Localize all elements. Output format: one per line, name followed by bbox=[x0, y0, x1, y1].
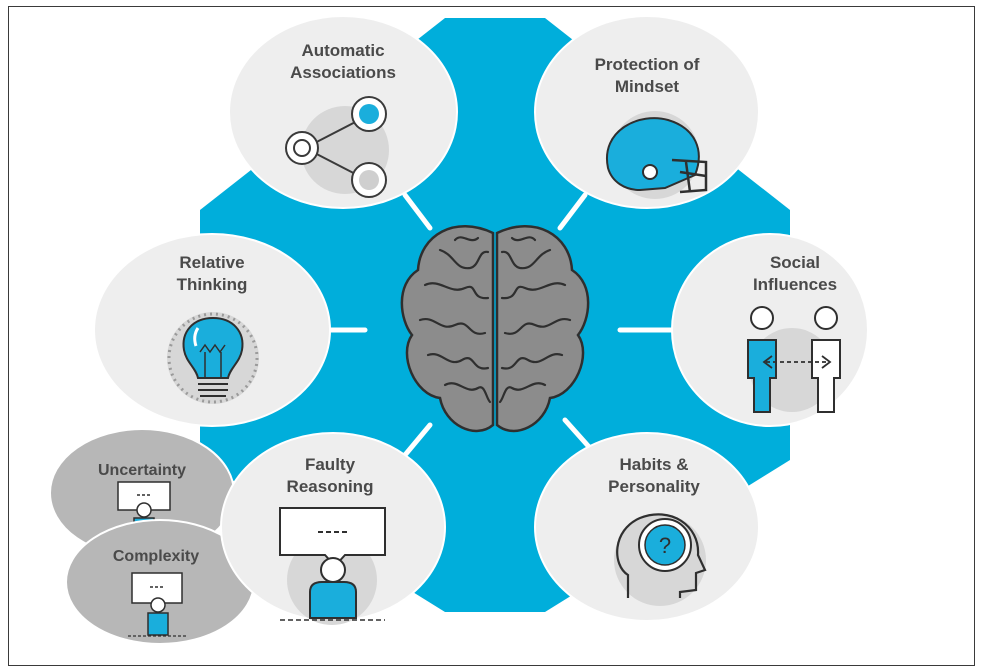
node-label-social-line1: Social bbox=[770, 253, 820, 272]
node-label-automatic-line2: Associations bbox=[290, 63, 396, 82]
node-label-relative-line2: Thinking bbox=[177, 275, 248, 294]
football-helmet-icon bbox=[605, 111, 708, 199]
node-automatic-associations: Automatic Associations bbox=[228, 15, 458, 209]
node-label-faulty-line1: Faulty bbox=[305, 455, 356, 474]
network-nodes-icon bbox=[285, 96, 389, 198]
node-label-habits-line1: Habits & bbox=[620, 455, 689, 474]
person-speech-bubble-icon bbox=[128, 572, 188, 637]
head-question-icon: ? bbox=[614, 513, 707, 606]
node-label-habits-line2: Personality bbox=[608, 477, 700, 496]
node-protection-of-mindset: Protection of Mindset bbox=[534, 15, 760, 209]
subnode-label-complexity: Complexity bbox=[113, 548, 199, 565]
node-faulty-reasoning: Faulty Reasoning bbox=[220, 432, 446, 625]
node-label-relative-line1: Relative bbox=[179, 253, 244, 272]
lightbulb-icon bbox=[167, 312, 259, 404]
node-social-influences: Social Influences bbox=[671, 233, 869, 427]
svg-text:?: ? bbox=[659, 533, 671, 558]
subnode-complexity: Complexity bbox=[65, 519, 255, 645]
node-relative-thinking: Relative Thinking bbox=[93, 233, 331, 427]
node-label-automatic-line1: Automatic bbox=[301, 41, 384, 60]
subnode-label-uncertainty: Uncertainty bbox=[98, 462, 186, 479]
node-label-protection-line2: Mindset bbox=[615, 77, 680, 96]
node-habits-personality: Habits & Personality ? bbox=[534, 432, 760, 622]
node-label-faulty-line2: Reasoning bbox=[287, 477, 374, 496]
node-label-social-line2: Influences bbox=[753, 275, 837, 294]
node-label-protection-line1: Protection of bbox=[595, 55, 700, 74]
person-speech-bubble-icon bbox=[279, 507, 386, 625]
brain-icon bbox=[400, 225, 590, 433]
two-people-exchange-icon bbox=[747, 306, 841, 413]
